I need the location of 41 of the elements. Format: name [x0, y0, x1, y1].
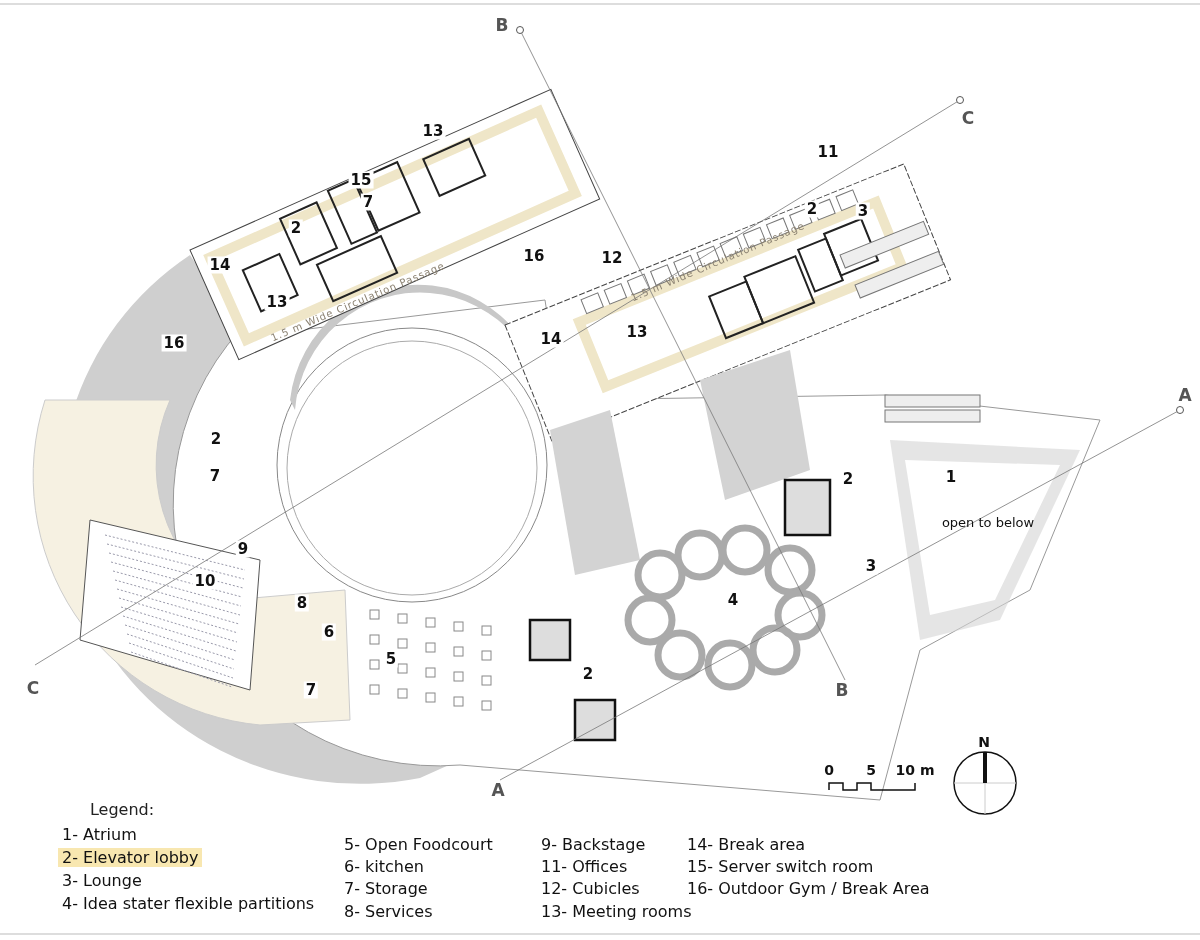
room-number: 10: [192, 572, 218, 590]
legend-entry: 8- Services: [343, 902, 434, 922]
room-number: 6: [321, 623, 337, 641]
scale-label: 10 m: [895, 763, 935, 777]
section-mark: B: [835, 681, 849, 699]
room-number: 15: [348, 171, 374, 189]
room-number: 3: [863, 557, 879, 575]
section-mark: C: [26, 679, 40, 697]
legend-entry: 16- Outdoor Gym / Break Area: [686, 879, 931, 899]
room-number: 2: [804, 200, 820, 218]
legend-entry: 1- Atrium: [61, 825, 138, 845]
room-number: 5: [383, 650, 399, 668]
legend-entry: 13- Meeting rooms: [540, 902, 693, 922]
legend-entry: 4- Idea stater flexible partitions: [61, 894, 316, 914]
room-number: 14: [207, 256, 233, 274]
scale-label: 5: [866, 763, 876, 777]
area-note: open to below: [941, 515, 1035, 529]
room-number: 2: [288, 219, 304, 237]
legend-entry: 12- Cubicles: [540, 879, 641, 899]
legend-entry: 11- Offices: [540, 857, 629, 877]
legend-entry: 9- Backstage: [540, 835, 647, 855]
room-number: 9: [235, 540, 251, 558]
section-mark: A: [491, 781, 505, 799]
room-number: 3: [855, 202, 871, 220]
legend-entry: 6- kitchen: [343, 857, 425, 877]
room-number: 7: [303, 681, 319, 699]
section-mark: A: [1178, 386, 1192, 404]
legend-heading: Legend:: [89, 802, 155, 818]
scale-label: N: [978, 735, 990, 749]
section-mark: B: [495, 16, 509, 34]
room-number: 8: [294, 594, 310, 612]
room-number: 16: [161, 334, 187, 352]
legend-entry: 5- Open Foodcourt: [343, 835, 494, 855]
section-mark: C: [961, 109, 975, 127]
legend-entry: 14- Break area: [686, 835, 807, 855]
room-number: 13: [264, 293, 290, 311]
legend-entry: 3- Lounge: [61, 871, 143, 891]
legend-entry: 7- Storage: [343, 879, 429, 899]
scale-label: 0: [824, 763, 834, 777]
legend-entry: 2- Elevator lobby: [58, 848, 203, 868]
legend-entry: 15- Server switch room: [686, 857, 875, 877]
